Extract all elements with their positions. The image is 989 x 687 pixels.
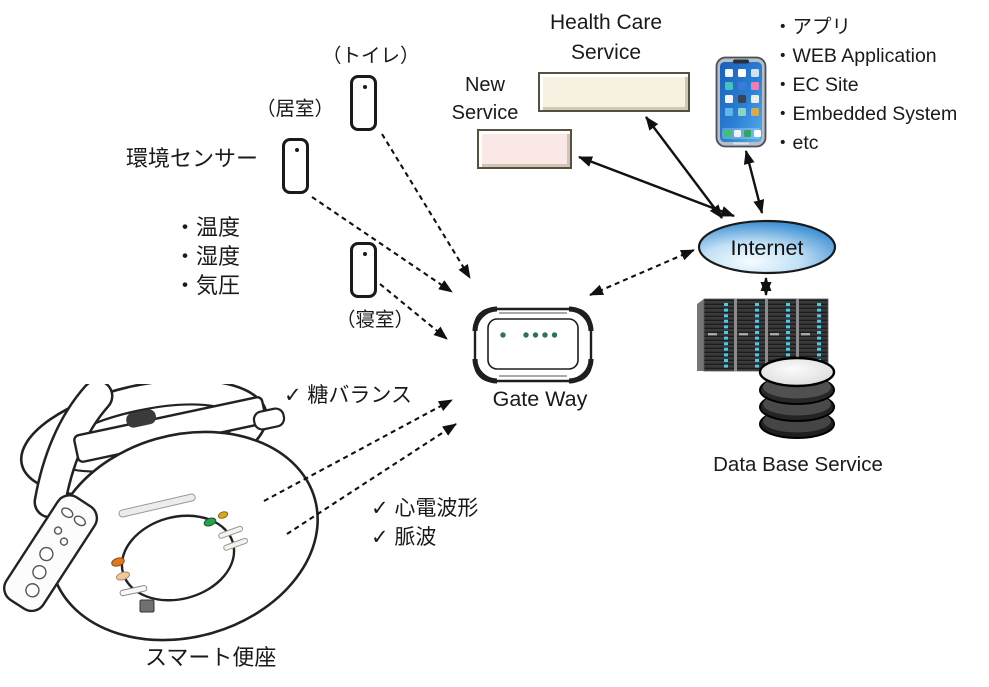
- sensor-location-living-label: （居室）: [256, 98, 335, 120]
- client-type-item: ・アプリ: [773, 16, 852, 38]
- client-type-item: ・Embedded System: [773, 103, 958, 125]
- measurement-item: ・湿度: [174, 244, 241, 269]
- ecg-waveform-label: ✓ 心電波形: [371, 497, 479, 520]
- arrow-healthcare-internet: [645, 116, 723, 219]
- arrow-newservice-internet: [578, 155, 735, 218]
- arrow-gateway-internet: [589, 249, 695, 296]
- database-label: Data Base Service: [713, 453, 883, 476]
- arrow-sensor-toilet-to-gateway: [381, 133, 471, 279]
- client-type-item: ・WEB Application: [773, 45, 937, 67]
- sensor-measurements-list: ・温度 ・湿度 ・気圧: [174, 213, 240, 300]
- measurement-item: ・気圧: [174, 273, 241, 298]
- pulse-wave-label: ✓ 脈波: [371, 526, 437, 549]
- internet-label: Internet: [731, 236, 804, 260]
- environment-sensor-label: 環境センサー: [126, 146, 259, 171]
- gateway-device-icon: [472, 303, 594, 385]
- sensor-location-toilet-label: （トイレ）: [322, 45, 420, 67]
- client-type-item: ・etc: [773, 132, 819, 154]
- environment-sensor-bedroom-icon: [350, 242, 377, 298]
- client-type-item: ・EC Site: [773, 74, 859, 96]
- sensor-location-bedroom-label: （寝室）: [336, 309, 415, 331]
- health-care-service-title: Health Care Service: [549, 11, 663, 64]
- smart-toilet-icon: [2, 384, 334, 646]
- gateway-label: Gate Way: [492, 387, 588, 411]
- database-cylinder-icon: [757, 355, 837, 441]
- smart-toilet-label: スマート便座: [145, 645, 277, 670]
- internet-cloud-icon: Internet: [696, 219, 838, 276]
- new-service-box: [477, 129, 572, 169]
- client-types-list: ・アプリ ・WEB Application ・EC Site ・Embedded…: [773, 13, 957, 158]
- arrow-sensor-living-to-gateway: [311, 196, 453, 293]
- environment-sensor-toilet-icon: [350, 75, 377, 131]
- new-service-title: New Service: [451, 74, 519, 124]
- smartphone-icon: [715, 56, 767, 148]
- measurement-item: ・温度: [174, 215, 241, 240]
- server-rack-icon: [696, 297, 830, 373]
- environment-sensor-living-icon: [282, 138, 309, 194]
- arrow-phone-internet: [743, 150, 765, 214]
- health-care-service-box: [538, 72, 690, 112]
